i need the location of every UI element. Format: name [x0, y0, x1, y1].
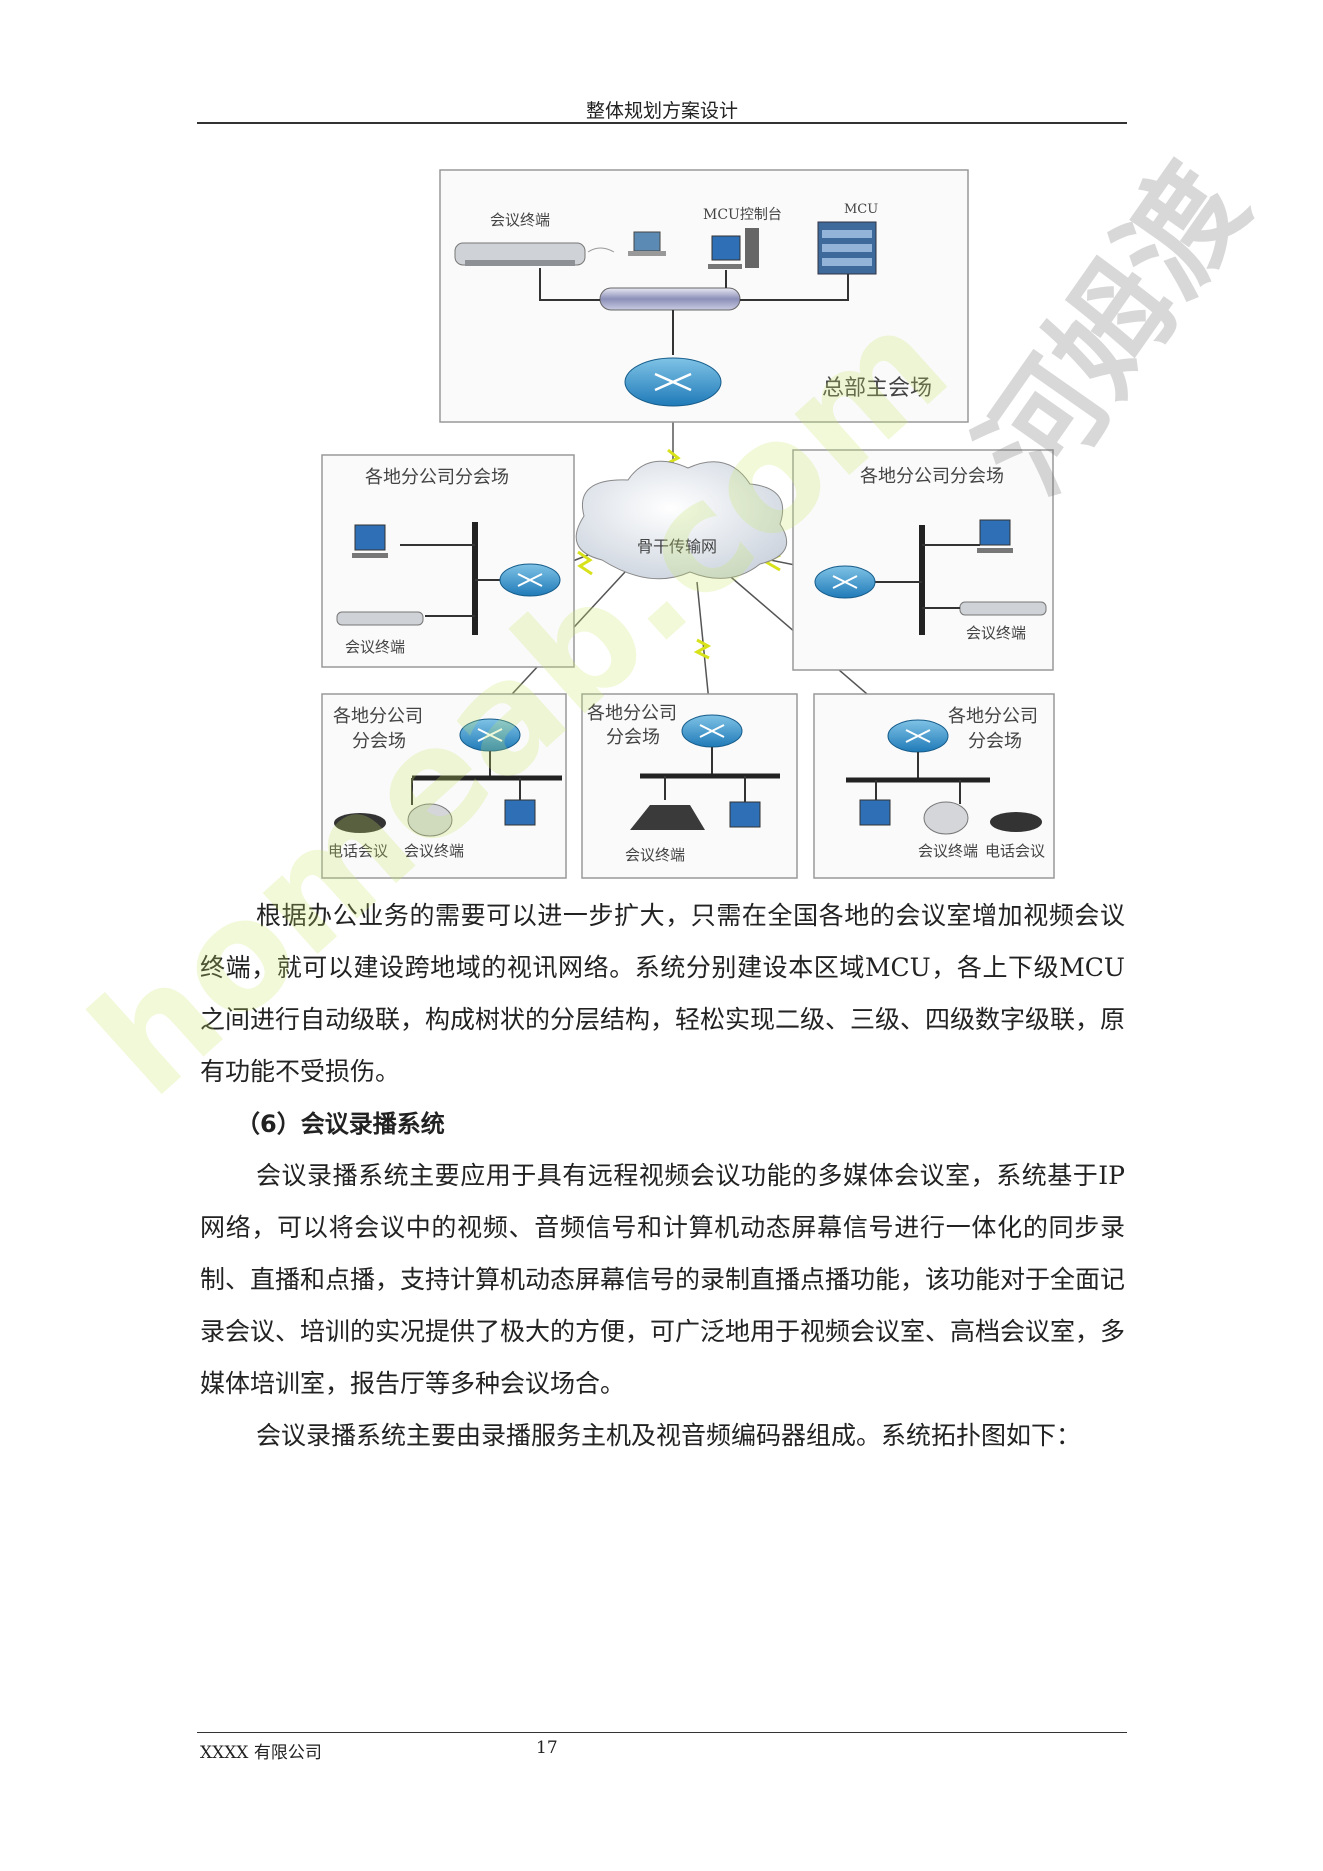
terminal-icon	[959, 601, 1047, 616]
monitor-icon	[711, 235, 741, 261]
branch-tl-title: 各地分公司分会场	[365, 467, 509, 488]
header-rule	[197, 122, 1127, 124]
hq-site: 总部主会场 会议终端 MCU控制台 MCU	[439, 169, 969, 423]
backbone-cloud: 骨干传输网	[575, 460, 788, 580]
pc-icon	[859, 799, 891, 826]
pc-icon	[354, 524, 386, 551]
section-heading: （6）会议录播系统	[236, 1110, 445, 1138]
branch-bottom-right: 各地分公司 分会场 会议终端 电话会议	[813, 693, 1055, 879]
conference-phone-icon	[334, 813, 386, 833]
network-topology-diagram: 总部主会场 会议终端 MCU控制台 MCU 骨干传输网 各地	[321, 169, 1055, 879]
branch-bl-title-1: 各地分公司	[333, 706, 423, 727]
camera-icon	[407, 803, 453, 837]
branch-bl-phone: 电话会议	[328, 842, 388, 860]
body-content: 根据办公业务的需要可以进一步扩大，只需在全国各地的会议室增加视频会议终端，就可以…	[200, 890, 1125, 1462]
hq-mcu-label: MCU	[844, 202, 878, 217]
terminal-icon	[336, 611, 424, 626]
branch-tl-terminal: 会议终端	[345, 638, 405, 656]
laptop-icon	[633, 231, 661, 252]
camera-icon	[923, 801, 969, 835]
branch-top-right: 各地分公司分会场 会议终端	[792, 449, 1054, 671]
pc-icon	[729, 801, 761, 828]
paragraph-2: 会议录播系统主要应用于具有远程视频会议功能的多媒体会议室，系统基于IP网络，可以…	[200, 1161, 1126, 1398]
branch-bottom-left: 各地分公司 分会场 电话会议 会议终端	[321, 693, 567, 879]
hq-terminal-label: 会议终端	[490, 211, 550, 229]
branch-tr-terminal: 会议终端	[966, 624, 1026, 642]
branch-bl-terminal: 会议终端	[404, 842, 464, 860]
page-number: 17	[536, 1738, 558, 1758]
branch-bm-terminal: 会议终端	[625, 846, 685, 864]
hq-title: 总部主会场	[822, 376, 932, 401]
branch-tr-title: 各地分公司分会场	[860, 466, 1004, 487]
paragraph-1: 根据办公业务的需要可以进一步扩大，只需在全国各地的会议室增加视频会议终端，就可以…	[200, 901, 1126, 1086]
cloud-label: 骨干传输网	[637, 537, 717, 556]
branch-br-terminal: 会议终端	[918, 842, 978, 860]
hq-console-label: MCU控制台	[703, 207, 782, 223]
footer-company: XXXX 有限公司	[200, 1743, 322, 1763]
branch-br-title-2: 分会场	[968, 731, 1022, 752]
branch-br-title-1: 各地分公司	[948, 706, 1038, 727]
pc-icon	[979, 519, 1011, 546]
footer-rule	[197, 1732, 1127, 1733]
page-header-title: 整体规划方案设计	[585, 100, 738, 122]
branch-br-phone: 电话会议	[985, 842, 1045, 860]
paragraph-3: 会议录播系统主要由录播服务主机及视音频编码器组成。系统拓扑图如下：	[256, 1421, 1082, 1450]
branch-bottom-middle: 各地分公司 分会场 会议终端	[581, 693, 798, 879]
branch-bm-title-1: 各地分公司	[587, 703, 677, 724]
branch-bm-title-2: 分会场	[606, 727, 660, 748]
video-terminal-icon	[630, 805, 705, 830]
pc-icon	[504, 799, 536, 826]
conference-phone-icon	[990, 812, 1042, 832]
branch-bl-title-2: 分会场	[352, 731, 406, 752]
branch-top-left: 各地分公司分会场 会议终端	[321, 454, 575, 668]
lan-bus	[599, 287, 741, 311]
